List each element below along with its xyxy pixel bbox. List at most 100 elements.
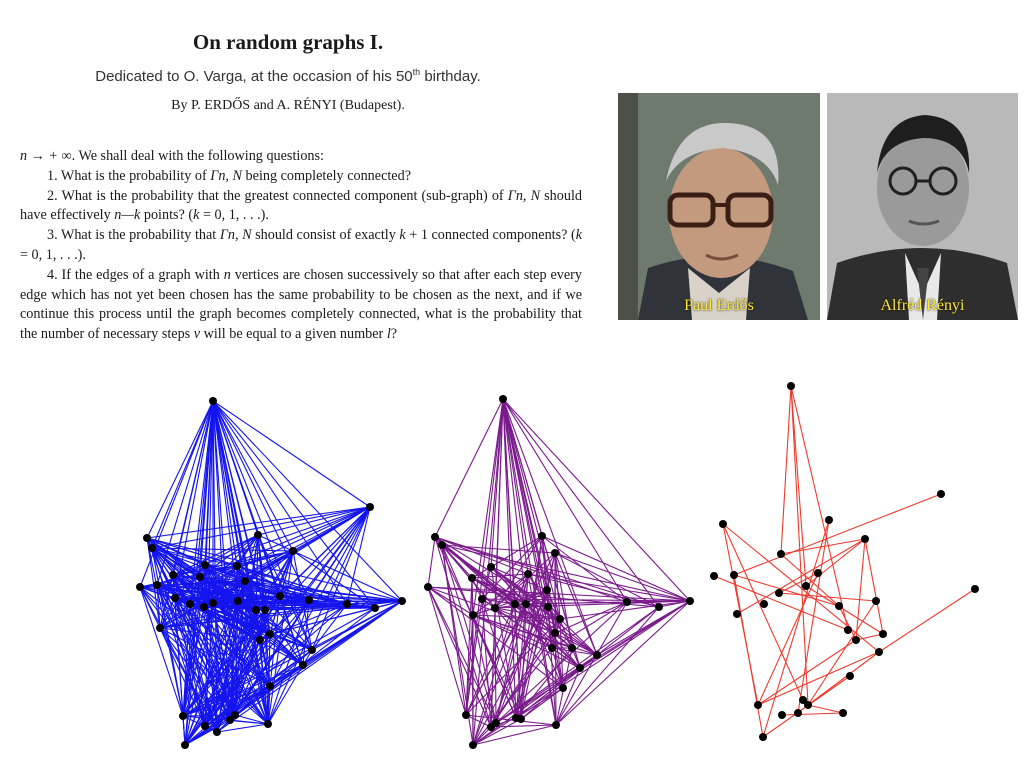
graph-edge xyxy=(216,723,269,733)
graph-vertex xyxy=(835,602,843,610)
graph-edge xyxy=(778,592,877,602)
paragraph-intro: n → + ∞. We shall deal with the followin… xyxy=(20,147,582,167)
dedication-superscript: th xyxy=(412,67,421,77)
graph-edge xyxy=(184,639,261,746)
graph-vertex xyxy=(875,648,883,656)
graph-edge xyxy=(244,580,310,601)
graph-vertex xyxy=(719,520,727,528)
graph-edge xyxy=(551,601,628,649)
graph-edge xyxy=(490,566,548,591)
graph-vertex xyxy=(846,672,854,680)
graph-vertex xyxy=(559,684,567,692)
authors: By P. ERDŐS and A. RÉNYI (Budapest). xyxy=(171,98,405,113)
graph-edge xyxy=(515,654,598,719)
graph-edge xyxy=(547,606,557,726)
graph-edge xyxy=(490,566,598,656)
graph-edge xyxy=(244,580,281,597)
graph-vertex xyxy=(522,600,530,608)
graph-vertex xyxy=(576,664,584,672)
graph-vertex xyxy=(499,395,507,403)
graph-edge xyxy=(139,400,214,588)
graph-vertex xyxy=(233,562,241,570)
graph-edge xyxy=(255,609,269,725)
graph-edge xyxy=(762,519,830,738)
graph-edge xyxy=(502,398,628,603)
graph-vertex xyxy=(543,586,551,594)
graph-edge xyxy=(189,603,304,666)
math-symbol: n → + ∞ xyxy=(20,148,72,164)
graph-edge xyxy=(236,565,348,605)
graph-edge xyxy=(427,586,497,724)
graph-edge xyxy=(229,639,261,721)
graph-edge xyxy=(554,552,561,620)
graph-edge xyxy=(494,573,529,609)
graph-vertex xyxy=(148,544,156,552)
graph-edge xyxy=(502,398,564,689)
graph-vertex xyxy=(169,571,177,579)
graph-edge xyxy=(502,398,527,605)
graph-edge xyxy=(465,714,492,728)
graph-vertex xyxy=(511,600,519,608)
text-run: should consist of exactly xyxy=(251,227,400,244)
graph-edge xyxy=(525,603,564,689)
graph-edge xyxy=(494,607,497,724)
graph-edge xyxy=(182,609,257,717)
graph-vertex xyxy=(186,600,194,608)
graph-vertex xyxy=(200,603,208,611)
graph-vertex xyxy=(491,604,499,612)
graph-edge xyxy=(156,564,206,586)
graph-edge xyxy=(527,573,573,649)
graph-edge xyxy=(551,647,598,656)
math-symbol: Γn, N xyxy=(210,167,242,184)
paragraph-q3: 3. What is the probability that Γn, N sh… xyxy=(20,226,582,266)
graph-vertex xyxy=(231,711,239,719)
graph-vertex xyxy=(469,741,477,749)
graph-edge xyxy=(495,603,527,724)
graph-edge xyxy=(259,603,348,641)
graph-vertex xyxy=(778,711,786,719)
graph-edge xyxy=(184,595,281,746)
graph-edge xyxy=(514,573,529,605)
graph-edge xyxy=(490,607,496,728)
random-graph-illustrations xyxy=(136,382,979,749)
graph-edge xyxy=(472,614,497,724)
graph-edge xyxy=(236,565,310,601)
graph-edge xyxy=(182,715,186,746)
graph-edge xyxy=(551,647,581,669)
graph-edge xyxy=(722,523,880,653)
graph-edge xyxy=(554,552,573,649)
text-run: ? xyxy=(390,326,398,343)
graph-edge xyxy=(757,639,857,706)
graph-vertex xyxy=(754,701,762,709)
graph-edge xyxy=(546,589,561,620)
graph-edge xyxy=(555,600,691,726)
graph-edge xyxy=(502,398,691,602)
graph-edge xyxy=(212,400,348,605)
graph-edge xyxy=(427,586,660,608)
graph-edge xyxy=(311,603,348,651)
graph-edge xyxy=(182,714,236,717)
graph-edge xyxy=(267,664,304,725)
graph-vertex xyxy=(398,597,406,605)
paragraph-q1: 1. What is the probability of Γn, N bein… xyxy=(20,167,582,187)
graph-edge xyxy=(156,584,161,629)
graph-edge xyxy=(471,577,516,605)
graph-vertex xyxy=(825,516,833,524)
graph-edge xyxy=(472,614,561,620)
math-symbol: n—k xyxy=(114,207,141,224)
graph-edge xyxy=(807,600,877,706)
text-run: = 0, 1, . . .). xyxy=(20,246,86,263)
graph-edge xyxy=(733,493,942,576)
graph-edge xyxy=(722,523,804,701)
graph-vertex xyxy=(371,604,379,612)
text-run: 3. What is the probability that xyxy=(47,227,220,244)
graph-edge xyxy=(855,633,884,641)
graph-edge xyxy=(514,603,549,608)
graph-vertex xyxy=(299,661,307,669)
graph-vertex xyxy=(266,630,274,638)
graph-vertex xyxy=(487,723,495,731)
graph-edge xyxy=(292,550,376,609)
graph-edge xyxy=(502,398,529,575)
graph-vertex xyxy=(289,547,297,555)
graph-vertex xyxy=(524,570,532,578)
